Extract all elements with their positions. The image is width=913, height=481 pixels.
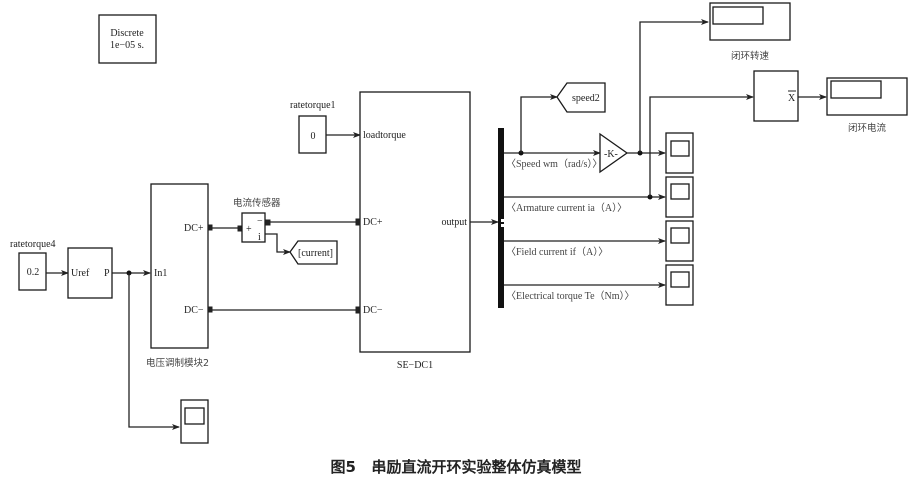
wire-p-to-scope — [128, 273, 180, 430]
ratetorque1-name: ratetorque1 — [290, 100, 336, 111]
closed-loop-current-display[interactable] — [826, 77, 908, 116]
uref-port-label: Uref — [71, 268, 90, 279]
voltage-modulation-module-block[interactable]: In1 DC+ DC− — [150, 183, 213, 349]
wire-speed-to-goto — [520, 94, 558, 153]
output-port-label: output — [441, 217, 467, 228]
gain-block[interactable]: -K- — [599, 132, 629, 174]
figure-caption: 图5 串励直流开环实验整体仿真模型 — [330, 458, 581, 476]
uref-subsystem-block[interactable]: Uref P — [67, 247, 113, 299]
wire-gain-to-closed-speed — [639, 19, 709, 153]
scope-armature-current[interactable] — [665, 176, 694, 218]
goto-speed2-tag[interactable]: speed2 — [556, 82, 606, 113]
ratetorque4-constant-block[interactable]: 0.2 — [18, 252, 47, 291]
wire-i-to-goto — [265, 233, 291, 255]
dcp-port-label: DC+ — [184, 223, 204, 234]
closed-loop-speed-display[interactable] — [709, 2, 791, 41]
powergui-discrete-block[interactable]: Discrete 1e−05 s. — [98, 14, 157, 64]
scope-speed[interactable] — [665, 132, 694, 174]
gain-label: -K- — [604, 149, 618, 160]
sensor-minus-label: − — [257, 216, 263, 227]
solver-type-label: Discrete — [110, 28, 144, 39]
ratetorque4-value: 0.2 — [27, 267, 40, 278]
ratetorque1-constant-block[interactable]: 0 — [298, 115, 327, 154]
closed-loop-current-name: 闭环电流 — [848, 122, 887, 134]
signal-torque-label: 〈Electrical torque Te（Nm）〉 — [506, 290, 635, 302]
bus-selector[interactable] — [498, 128, 504, 308]
se-dc1-name: SE−DC1 — [397, 360, 433, 371]
se-dcm-port-label: DC− — [363, 305, 383, 316]
scope-p[interactable] — [180, 399, 209, 444]
signal-armature-label: 〈Armature current ia（A）〉 — [506, 202, 627, 214]
wire-armature-to-mean — [649, 94, 754, 197]
signal-field-label: 〈Field current if（A）〉 — [506, 246, 608, 258]
signal-speed-label: 〈Speed wm（rad/s）〉 — [506, 158, 602, 170]
goto-current-label: [current] — [298, 248, 333, 259]
ratetorque1-value: 0 — [311, 131, 316, 142]
goto-speed2-label: speed2 — [572, 93, 600, 104]
in1-port-label: In1 — [154, 268, 167, 279]
loadtorque-port-label: loadtorque — [363, 130, 406, 141]
p-port-label: P — [104, 268, 110, 279]
se-dcp-port-label: DC+ — [363, 217, 383, 228]
scope-electrical-torque[interactable] — [665, 264, 694, 306]
scope-field-current[interactable] — [665, 220, 694, 262]
bus-port-mark — [501, 224, 504, 227]
voltage-module-name: 电压调制模块2 — [146, 357, 209, 369]
mean-block[interactable]: X — [753, 70, 799, 122]
se-dc1-motor-block[interactable]: loadtorque DC+ DC− output — [355, 91, 471, 353]
goto-current-tag[interactable]: [current] — [289, 240, 338, 265]
mean-label: X — [788, 93, 796, 104]
dcm-port-label: DC− — [184, 305, 204, 316]
closed-loop-speed-name: 闭环转速 — [731, 50, 770, 62]
sensor-plus-label: + — [246, 224, 252, 235]
ratetorque4-name: ratetorque4 — [10, 239, 56, 250]
current-sensor-block[interactable]: + − i — [241, 212, 266, 243]
solver-step-label: 1e−05 s. — [110, 40, 144, 51]
bus-port-mark — [501, 219, 504, 222]
sensor-i-label: i — [258, 232, 261, 243]
current-sensor-name: 电流传感器 — [233, 197, 281, 209]
